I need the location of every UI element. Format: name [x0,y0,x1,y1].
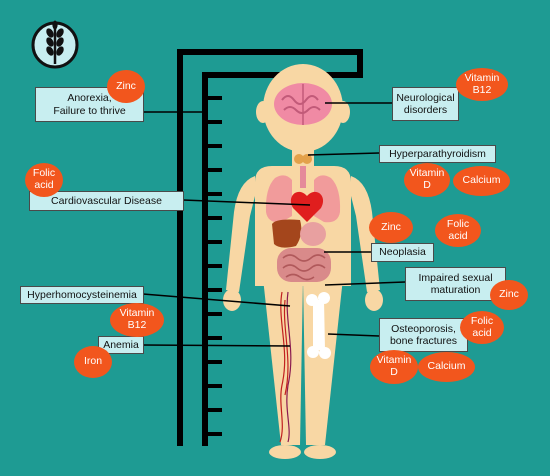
badge-vitamin-d-hyperpara: Vitamin D [404,163,450,197]
thyroid [294,154,312,164]
femur-bone [306,292,331,359]
label-impaired-sexual-maturation: Impaired sexual maturation [405,267,506,301]
badge-vitamin-b12-neuro: Vitamin B12 [456,68,508,101]
intestines [277,248,331,282]
badge-vitamin-d-osteo: Vitamin D [370,350,418,384]
label-neurological-disorders: Neurological disorders [392,87,459,121]
label-osteoporosis: Osteoporosis, bone fractures [379,318,468,352]
badge-vitamin-b12-anemia: Vitamin B12 [110,303,164,337]
label-hyperparathyroidism: Hyperparathyroidism [379,145,496,163]
label-cardiovascular-disease: Cardiovascular Disease [29,191,184,211]
badge-iron: Iron [74,346,112,378]
label-hyperhomocysteinemia: Hyperhomocysteinemia [20,286,144,304]
badge-calcium-osteo: Calcium [418,352,475,382]
badge-folic-acid-osteo: Folic acid [460,311,504,344]
label-neoplasia: Neoplasia [371,243,434,262]
growth-ruler [177,49,363,446]
badge-folic-acid-neoplasia: Folic acid [435,214,481,247]
brain [274,83,332,125]
label-anemia: Anemia [98,336,144,354]
badge-zinc-neoplasia: Zinc [369,212,413,243]
badge-folic-acid-cardio: Folic acid [25,163,63,197]
heart [290,191,324,222]
badge-zinc-maturation: Zinc [490,280,528,310]
lungs [265,166,341,223]
stomach [300,222,326,246]
leader-lines [142,102,406,347]
wheat-grain-icon [31,20,79,69]
badge-zinc-anorexia: Zinc [107,70,145,103]
liver [272,219,302,248]
badge-calcium-hyperpara: Calcium [453,166,510,196]
